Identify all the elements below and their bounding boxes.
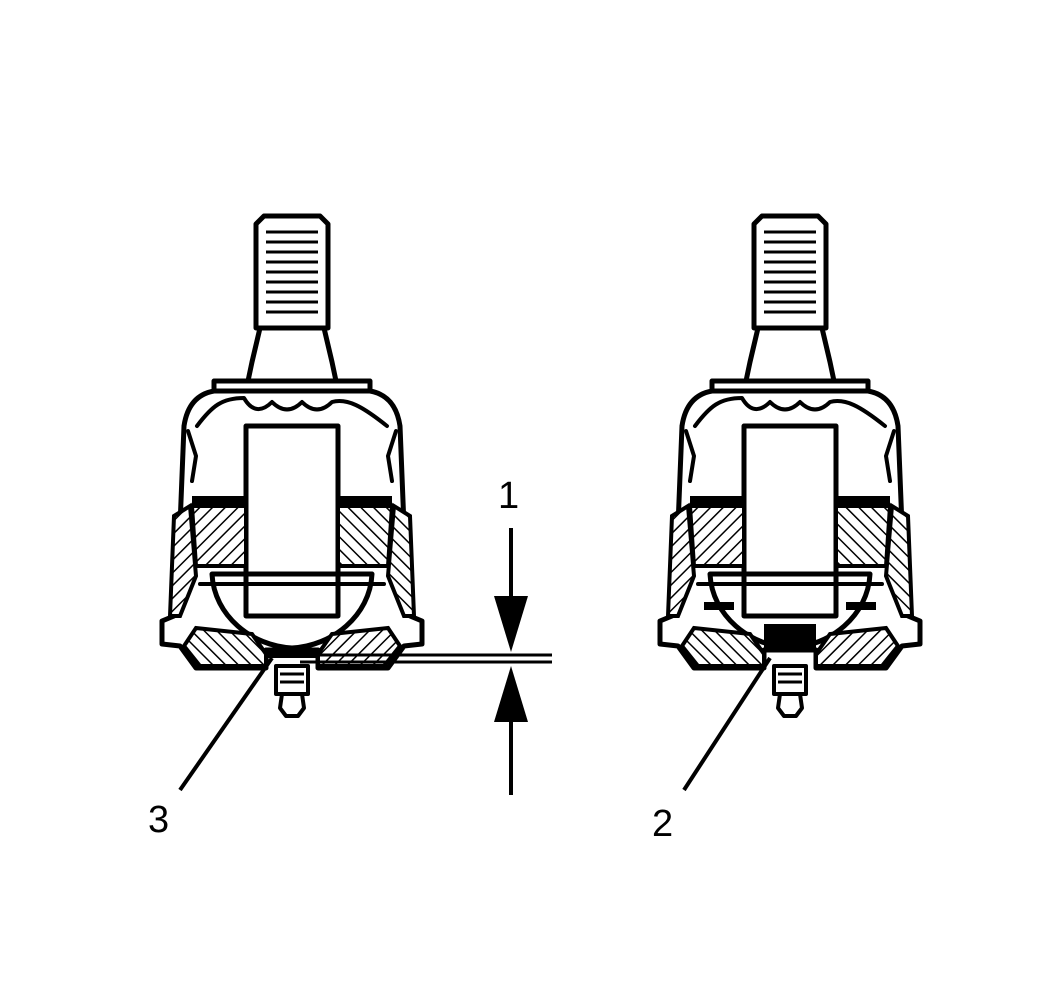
- measurement-marker: [300, 528, 552, 795]
- leader-line-3: [178, 656, 274, 792]
- ball-joint-worn: [162, 216, 422, 716]
- callout-3: 3: [148, 799, 169, 841]
- callout-2: 2: [652, 803, 673, 845]
- leader-line-2: [682, 656, 772, 792]
- ball-joint-new: [660, 216, 920, 716]
- callout-1: 1: [498, 475, 519, 517]
